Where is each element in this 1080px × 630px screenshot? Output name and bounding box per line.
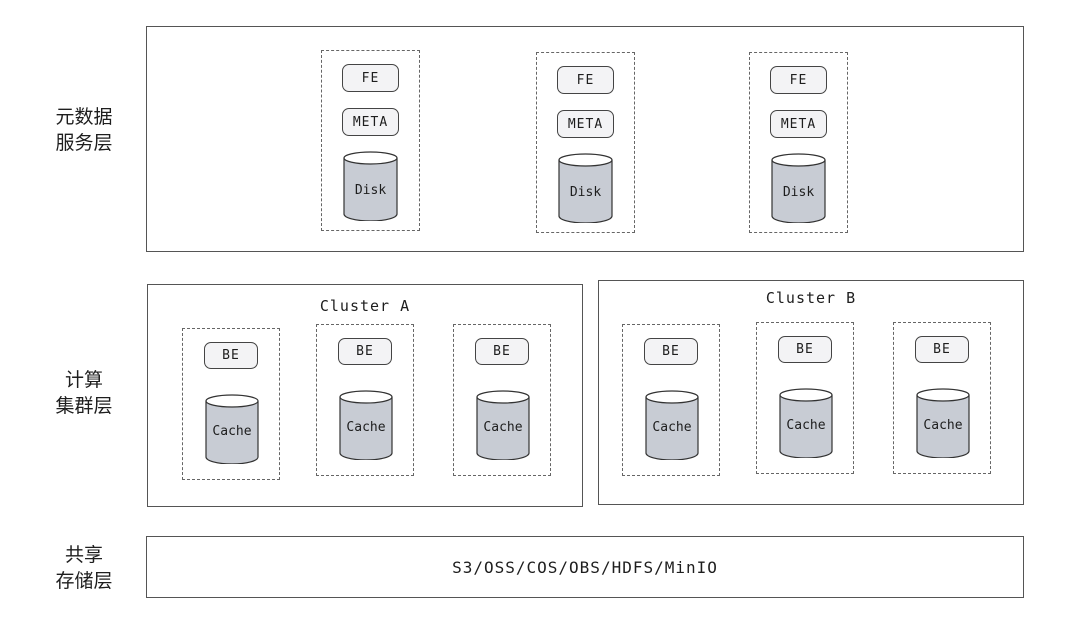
cache-cylinder-label: Cache — [652, 420, 692, 435]
cache-cylinder-label: Cache — [483, 420, 523, 435]
be-pill: BE — [915, 336, 969, 363]
disk-cylinder: Disk — [771, 153, 826, 223]
be-pill: BE — [778, 336, 832, 363]
cache-cylinder-label: Cache — [212, 424, 252, 439]
fe-pill: FE — [770, 66, 827, 94]
compute-layer-label: 计算 集群层 — [55, 369, 113, 417]
storage-layer-label: 共享 存储层 — [55, 544, 113, 592]
disk-cylinder-label: Disk — [354, 183, 387, 198]
disk-cylinder-label: Disk — [569, 185, 602, 200]
cluster-a-title: Cluster A — [319, 297, 411, 315]
be-pill: BE — [204, 342, 258, 369]
fe-pill: FE — [557, 66, 614, 94]
cache-cylinder: Cache — [916, 388, 970, 458]
meta-pill: META — [342, 108, 399, 136]
disk-cylinder: Disk — [343, 151, 398, 221]
cluster-b-title: Cluster B — [765, 289, 857, 307]
meta-pill: META — [770, 110, 827, 138]
cache-cylinder: Cache — [339, 390, 393, 460]
cache-cylinder-label: Cache — [786, 418, 826, 433]
cache-cylinder: Cache — [476, 390, 530, 460]
storage-backends-text: S3/OSS/COS/OBS/HDFS/MinIO — [452, 557, 718, 577]
metadata-layer-label: 元数据 服务层 — [55, 106, 113, 154]
cache-cylinder: Cache — [645, 390, 699, 460]
disk-cylinder: Disk — [558, 153, 613, 223]
cache-cylinder-label: Cache — [346, 420, 386, 435]
storage-layer-box: S3/OSS/COS/OBS/HDFS/MinIO — [146, 536, 1024, 598]
meta-pill: META — [557, 110, 614, 138]
disk-cylinder-label: Disk — [782, 185, 815, 200]
be-pill: BE — [644, 338, 698, 365]
cache-cylinder: Cache — [779, 388, 833, 458]
be-pill: BE — [338, 338, 392, 365]
fe-pill: FE — [342, 64, 399, 92]
cache-cylinder: Cache — [205, 394, 259, 464]
cache-cylinder-label: Cache — [923, 418, 963, 433]
be-pill: BE — [475, 338, 529, 365]
